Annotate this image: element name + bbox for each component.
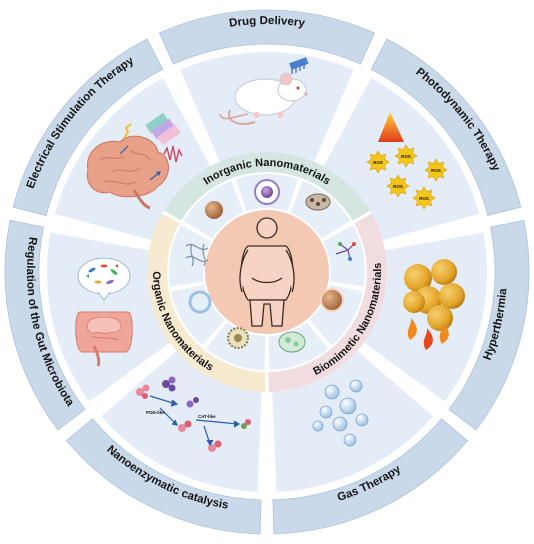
gas-bubbles-illustration [312,379,369,447]
syringe-icon [289,57,309,74]
band-segment-gas-therapy [272,418,469,535]
inner-cell [170,284,225,346]
branched-polymer-icon [335,242,356,261]
sector-gas-therapy [272,350,433,492]
dendrimer-icon [185,243,209,267]
hollow-nanosphere-icon [188,290,212,314]
flame-icon [407,318,449,350]
inner-cell [323,225,365,287]
band-segment-gut-microbiota [4,219,86,431]
band-segment-hyperthermia [448,219,530,431]
bubble-icon [324,384,340,400]
bubble-icon [312,420,324,432]
inner-cell [309,284,364,346]
light-cone-icon [378,112,404,142]
membrane-coated-icon [320,288,344,312]
outer-therapy-band [4,9,530,535]
nanozyme-illustration: POD-like CAT-like [136,376,251,452]
obese-person-icon [239,217,295,327]
category-band-biomimetic [268,213,388,392]
brain-icon [86,135,169,210]
band-segment-photodynamic [370,38,522,216]
category-band-organic [146,213,266,392]
porous-silica-icon [305,193,331,211]
gut-microbiota-illustration [75,257,133,367]
sector-nanoenzymatic [101,350,262,492]
label-drug-delivery: Drug Delivery [228,15,306,30]
bubble-icon [343,433,357,447]
molecule-icon [136,376,251,452]
electrode-icon [123,112,181,146]
ros-label: ROS [373,160,383,165]
pod-like-label: POD-like [146,410,165,415]
hyperthermia-illustration [403,259,465,350]
bubble-icon [332,416,348,432]
inner-icons [185,179,356,353]
rat-illustration [219,57,309,125]
inner-cell [169,225,211,287]
bacteria-icon [86,264,118,285]
ros-star-icon [412,186,436,210]
bubble-icon [355,413,369,427]
liposome-icon [254,179,280,205]
ros-star-icon [366,150,390,174]
band-segment-drug-delivery [159,9,375,65]
ros-star-icon [386,174,410,198]
photodynamic-illustration: ROS ROS ROS ROS ROS [366,112,448,210]
ros-star-icon [394,144,418,168]
band-segment-electrical-stimulation [12,38,164,216]
cat-like-label: CAT-like [198,414,216,419]
arrow-icon [149,395,241,447]
gold-nanoparticle-icon [205,201,223,219]
ros-star-icon [424,158,448,182]
bubble-icon [349,379,363,393]
wave-icon [163,145,183,163]
cell-vesicle-icon [278,331,306,353]
ros-label: ROS [431,168,441,173]
polymer-micelle-icon [227,327,249,349]
nanomaterial-category-ring [146,151,388,392]
bubble-icon [339,397,357,415]
electrical-stimulation-illustration [86,112,183,210]
ros-label: ROS [419,196,429,201]
category-band-inorganic [163,151,371,221]
intestine-icon [75,311,133,367]
ros-label: ROS [393,184,403,189]
bubble-icon [319,405,333,419]
ros-label: ROS [401,154,411,159]
band-segment-nanoenzymatic [65,418,262,535]
